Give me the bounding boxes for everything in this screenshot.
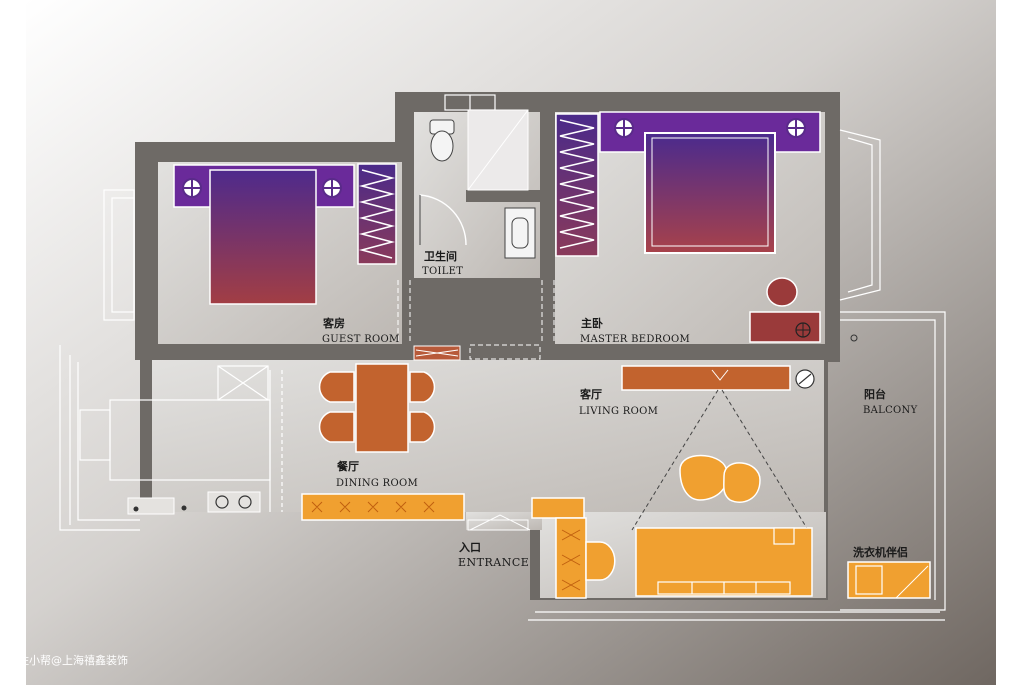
coffee-table — [679, 454, 761, 503]
toilet-label-en: TOILET — [422, 266, 463, 277]
dining-sideboard — [301, 493, 465, 521]
guest-lamp-left — [182, 178, 202, 198]
living-room-label-en: LIVING ROOM — [579, 406, 658, 417]
laundry-label-cn: 洗衣机伴侣 — [853, 545, 908, 559]
master-lamp-left — [614, 118, 634, 138]
master-desk — [749, 277, 821, 343]
doors — [397, 280, 555, 531]
entry-cabinet — [531, 497, 616, 599]
laundry-unit — [847, 561, 931, 599]
room-labels: 客房 GUEST ROOM 卫生间 TOILET 主卧 MASTER BEDRO… — [322, 249, 918, 569]
guest-lamp-right — [322, 178, 342, 198]
master-bed — [599, 111, 821, 254]
master-wardrobe — [555, 113, 599, 257]
dining-set — [318, 363, 436, 453]
toilet-fixtures — [419, 109, 536, 259]
tv-cabinet — [621, 365, 815, 531]
guest-wardrobe — [357, 163, 397, 265]
master-bedroom-label-cn: 主卧 — [581, 316, 603, 330]
master-lamp-right — [786, 118, 806, 138]
sofa — [635, 527, 813, 597]
master-bedroom-label-en: MASTER BEDROOM — [580, 334, 690, 345]
interior-walls — [140, 112, 840, 362]
dining-room-label-cn: 餐厅 — [336, 459, 359, 473]
balcony-label-cn: 阳台 — [864, 387, 886, 401]
toilet-label-cn: 卫生间 — [424, 249, 457, 263]
entrance-label-en: ENTRANCE — [458, 556, 529, 569]
guest-room-label-cn: 客房 — [322, 316, 345, 330]
balcony-label-en: BALCONY — [863, 405, 918, 416]
sliding-door-mark — [415, 349, 459, 357]
watermark: 住小帮@上海禧鑫装饰 — [18, 653, 128, 667]
kitchen-appliances — [127, 491, 261, 515]
plan-linework — [59, 94, 946, 621]
dining-room-label-en: DINING ROOM — [336, 478, 418, 489]
balcony-drain — [850, 334, 858, 342]
entrance-label-cn: 入口 — [459, 541, 481, 554]
guest-room-label-en: GUEST ROOM — [322, 334, 400, 345]
living-room-label-cn: 客厅 — [579, 387, 602, 401]
